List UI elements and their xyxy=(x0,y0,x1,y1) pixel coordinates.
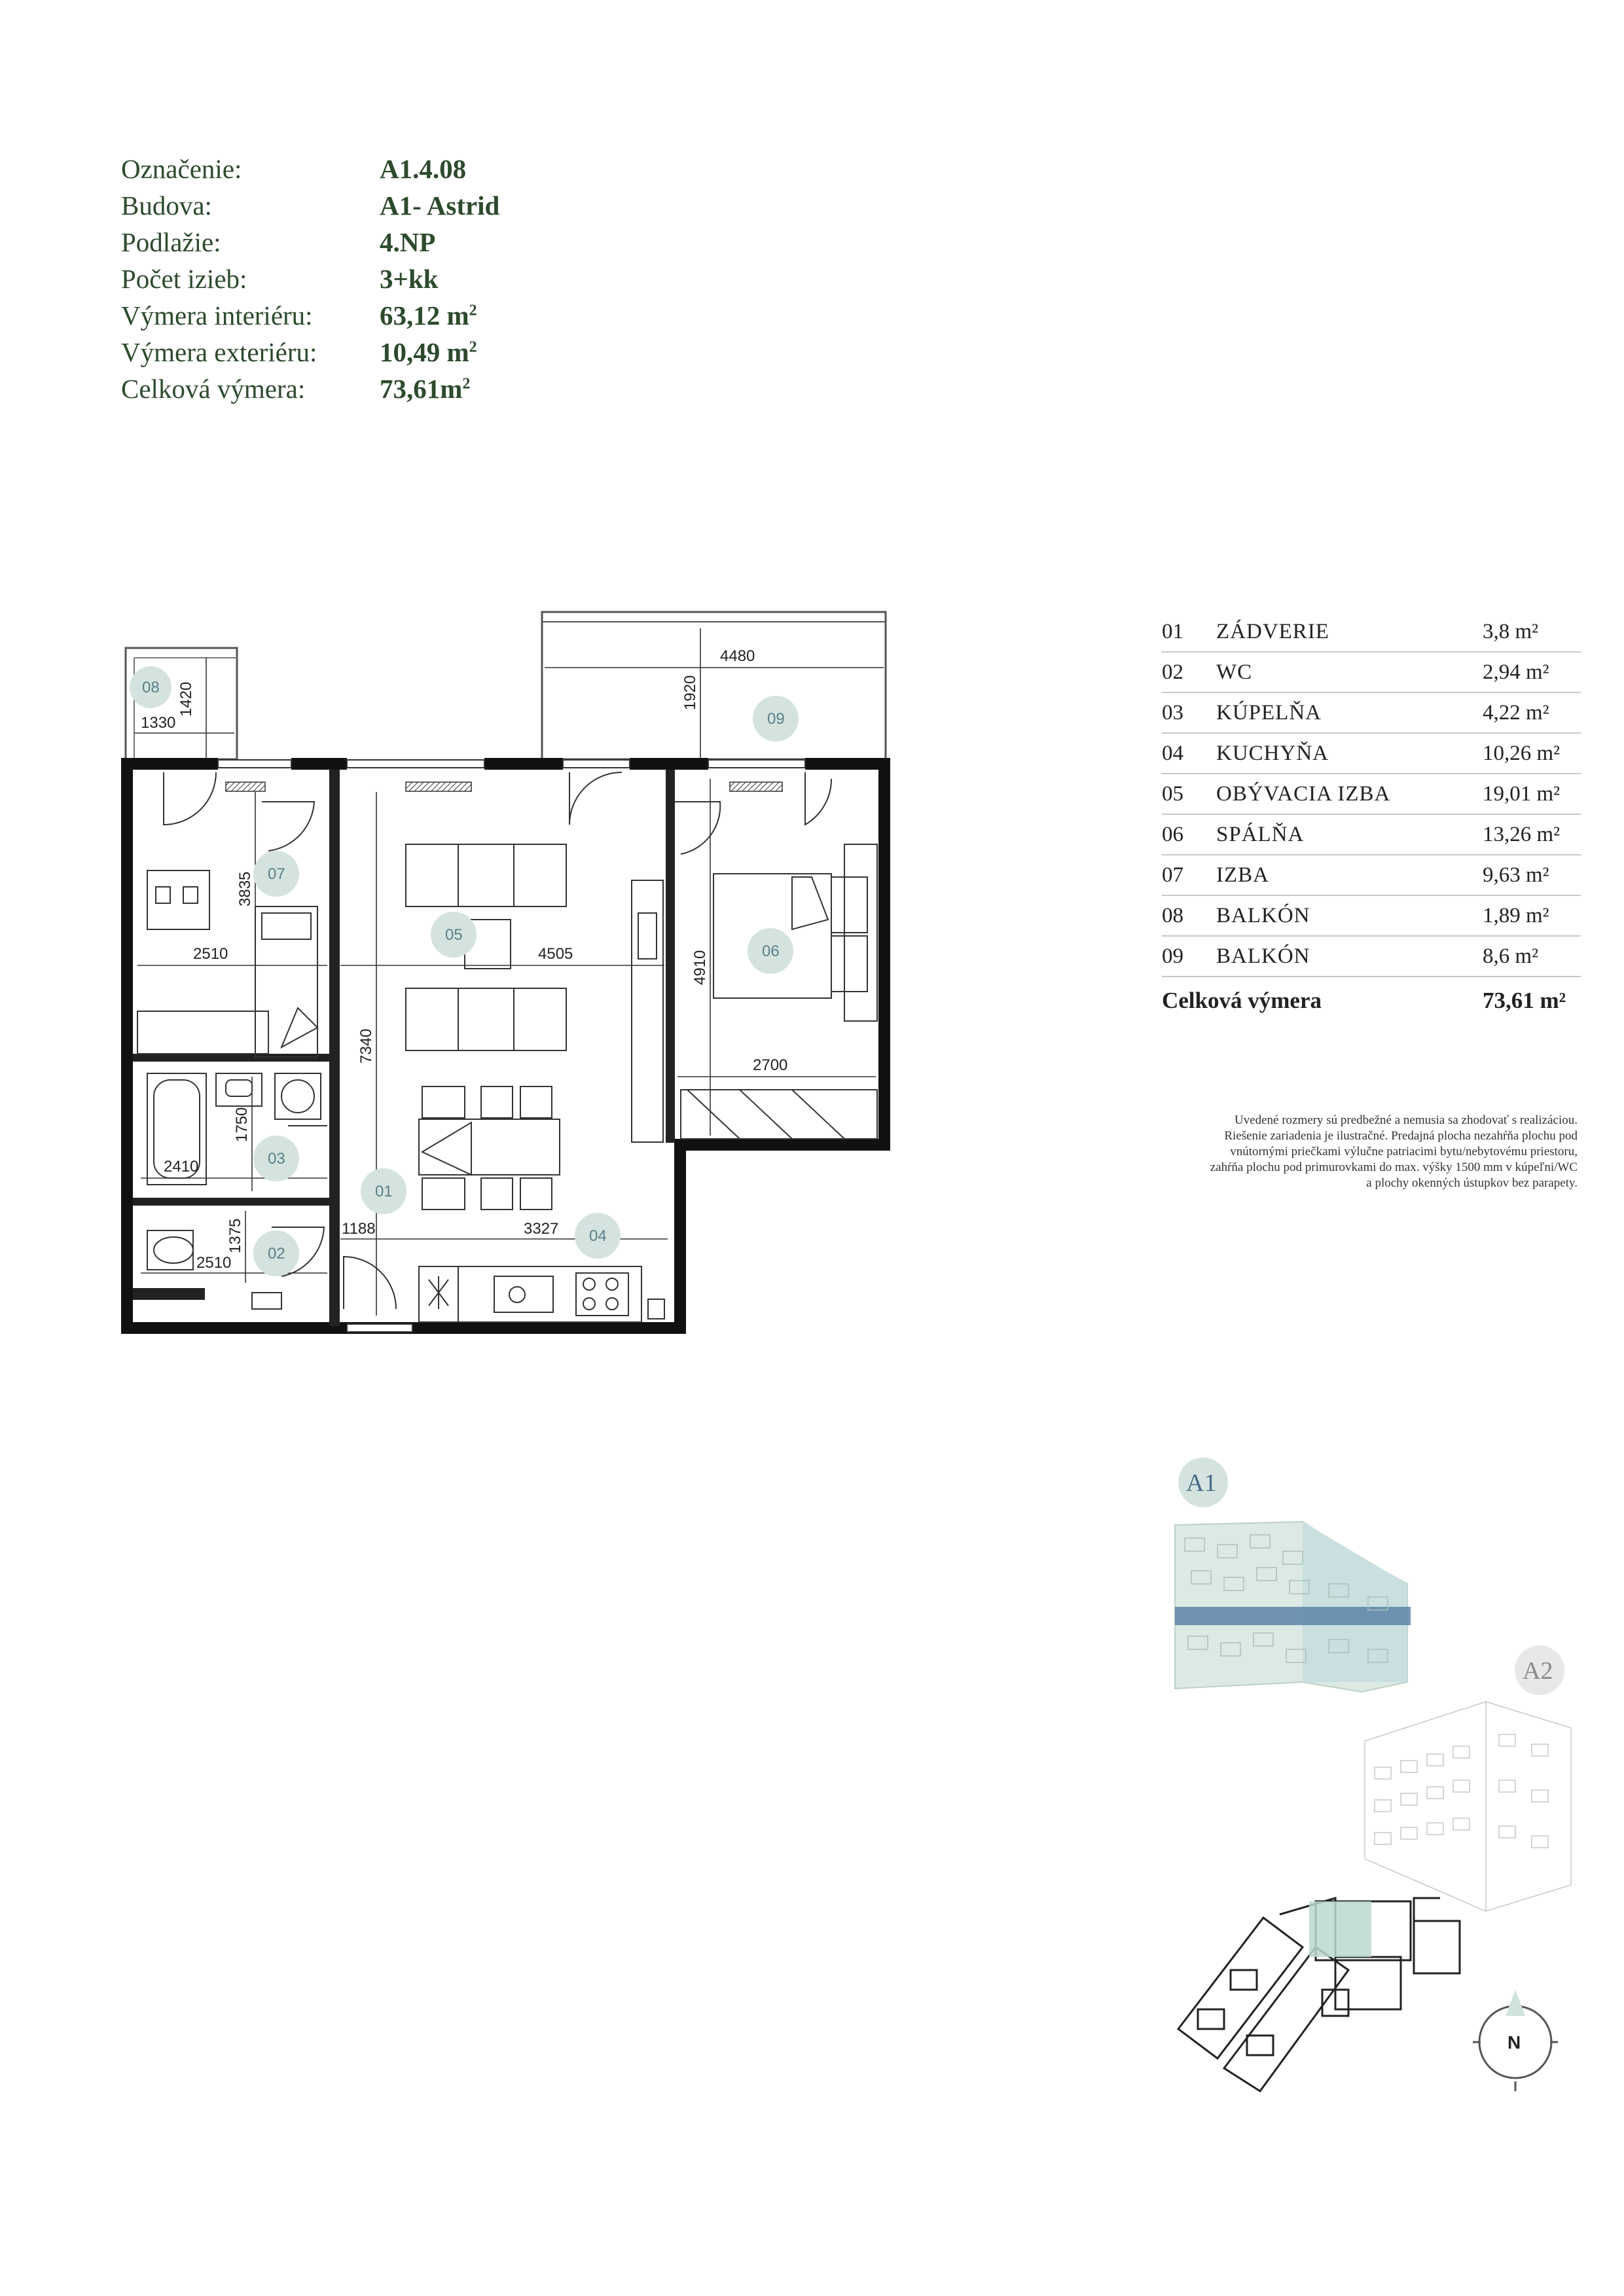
dim-bath-h: 1750 xyxy=(233,1107,251,1142)
info-row-total-area: Celková výmera: 73,61m2 xyxy=(121,370,499,407)
info-row-floor: Podlažie: 4.NP xyxy=(121,224,499,260)
building-a1-label: A1 xyxy=(1178,1458,1228,1507)
windows xyxy=(217,759,806,1333)
dim-bed-w: 2700 xyxy=(753,1056,787,1074)
building-a2-label: A2 xyxy=(1515,1645,1564,1695)
exterior-walls xyxy=(121,758,890,1334)
apartment-info: Označenie: A1.4.08 Budova: A1- Astrid Po… xyxy=(121,151,499,407)
furniture-room07 xyxy=(137,870,319,1058)
furniture-bathroom xyxy=(147,1073,321,1310)
dim-room07-w: 2510 xyxy=(193,945,228,963)
badge-01: 01 xyxy=(375,1183,393,1200)
info-value: A1- Astrid xyxy=(380,190,500,221)
dim-kitchen-w: 3327 xyxy=(524,1220,558,1238)
dim-room07-h: 3835 xyxy=(236,872,254,906)
info-value: 4.NP xyxy=(380,227,436,257)
interior-walls xyxy=(133,770,675,1326)
info-label: Výmera exteriéru: xyxy=(121,337,317,367)
dim-balcony09-h: 1920 xyxy=(681,675,699,710)
dim-balcony09-w: 4480 xyxy=(720,647,755,665)
info-row-designation: Označenie: A1.4.08 xyxy=(121,151,499,187)
disclaimer-note: Uvedené rozmery sú predbežné a nemusia s… xyxy=(1210,1113,1578,1190)
dim-balcony08-h: 1420 xyxy=(177,682,195,717)
info-label: Počet izieb: xyxy=(121,264,247,294)
info-label: Výmera interiéru: xyxy=(121,300,313,331)
dim-wc-h: 1375 xyxy=(226,1219,244,1253)
dim-living-h: 7340 xyxy=(357,1029,375,1064)
building-a2-elevation xyxy=(1364,1701,1572,1912)
door-swings xyxy=(163,772,833,1310)
badge-08: 08 xyxy=(142,679,160,696)
dimension-lines xyxy=(134,628,884,1316)
dim-balcony08-w: 1330 xyxy=(141,714,175,732)
info-value: 73,61m2 xyxy=(380,374,471,404)
furniture-bedroom xyxy=(680,844,878,1139)
svg-text:A1: A1 xyxy=(1186,1469,1216,1497)
badge-03: 03 xyxy=(268,1150,285,1168)
dim-hall-w: 1188 xyxy=(342,1220,376,1238)
info-value: 63,12 m2 xyxy=(380,300,477,331)
badge-07: 07 xyxy=(268,865,285,883)
badge-09: 09 xyxy=(767,710,785,728)
furniture-living xyxy=(405,844,664,1210)
info-label: Budova: xyxy=(121,190,212,221)
badge-04: 04 xyxy=(589,1227,607,1245)
building-a1-elevation xyxy=(1174,1520,1411,1693)
badge-05: 05 xyxy=(445,926,463,944)
dim-wc-w: 2510 xyxy=(196,1254,231,1272)
dim-living-w: 4505 xyxy=(538,945,573,963)
svg-text:N: N xyxy=(1507,2032,1521,2053)
building-minimap: A1 A2 xyxy=(1174,1458,1572,2093)
badge-02: 02 xyxy=(268,1245,285,1263)
info-value: 10,49 m2 xyxy=(380,337,477,367)
info-row-interior-area: Výmera interiéru: 63,12 m2 xyxy=(121,297,499,334)
dim-bed-h: 4910 xyxy=(691,950,709,985)
furniture-kitchen xyxy=(418,1266,665,1323)
info-row-rooms: Počet izieb: 3+kk xyxy=(121,260,499,297)
dim-bath-w: 2410 xyxy=(164,1158,198,1175)
dimension-labels: 1330 1420 4480 1920 3835 2510 4505 7340 … xyxy=(141,647,787,1272)
info-value: 3+kk xyxy=(380,264,439,294)
compass-icon: N xyxy=(1473,1990,1558,2091)
info-label: Označenie: xyxy=(121,154,242,184)
info-value: A1.4.08 xyxy=(380,154,467,184)
svg-text:A2: A2 xyxy=(1523,1657,1553,1685)
info-label: Celková výmera: xyxy=(121,374,306,404)
floor-plan: 1330 1420 4480 1920 3835 2510 4505 7340 … xyxy=(121,611,890,1334)
info-row-exterior-area: Výmera exteriéru: 10,49 m2 xyxy=(121,334,499,370)
site-plan-highlight xyxy=(1309,1901,1371,1957)
badge-06: 06 xyxy=(762,942,780,960)
balcony-09-outline xyxy=(541,611,887,761)
room-badges: 08 09 07 05 06 03 01 04 02 xyxy=(130,666,799,1276)
info-label: Podlažie: xyxy=(121,227,221,257)
info-row-building: Budova: A1- Astrid xyxy=(121,187,499,224)
